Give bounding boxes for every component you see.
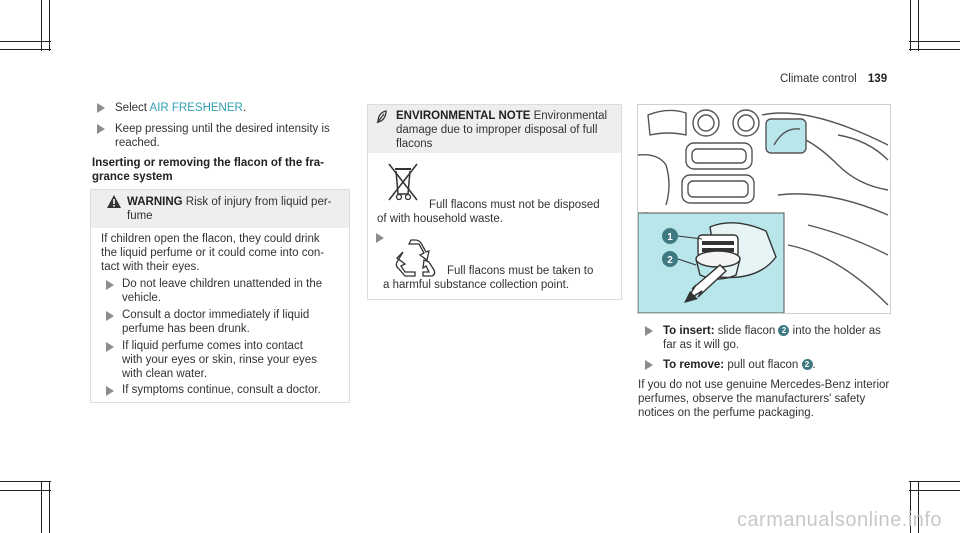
step-arrow-icon <box>376 233 384 243</box>
warning-box: WARNING Risk of injury from liquid per- … <box>90 189 350 403</box>
crop-mark <box>49 0 50 51</box>
section-title: Climate control <box>780 73 857 85</box>
flacon-callout-badge: 2 <box>778 325 790 336</box>
figure-fragrance-holder: 1 2 <box>637 104 891 314</box>
step-arrow-icon <box>106 386 114 396</box>
figure-callout-2: 2 <box>667 255 673 266</box>
step-arrow-icon <box>645 326 653 336</box>
warning-triangle-icon <box>107 195 121 208</box>
page-number: 139 <box>867 73 888 85</box>
environmental-note-label: ENVIRONMENTAL NOTE <box>396 110 531 122</box>
environment-leaf-icon <box>376 110 387 124</box>
step-arrow-icon <box>106 311 114 321</box>
collection-point-text: Full flacons must be taken to a harmful … <box>383 265 594 291</box>
crossed-out-bin-icon <box>388 163 418 201</box>
flacon-callout-badge: 2 <box>801 359 813 370</box>
crop-mark <box>910 0 911 51</box>
menu-item-air-freshener: AIR FRESHENER <box>149 102 243 114</box>
figure-callout-1: 1 <box>667 232 673 243</box>
crop-mark <box>41 481 42 533</box>
crop-mark <box>0 41 51 42</box>
remove-label: To remove: <box>663 359 725 371</box>
step-select-air-freshener: Select AIR FRESHENER. <box>115 102 247 114</box>
section-heading: Inserting or removing the flacon of the … <box>92 157 324 183</box>
step-insert: To insert: slide flacon 2 into the holde… <box>663 325 881 351</box>
crop-mark <box>909 41 960 42</box>
crop-mark <box>910 481 911 533</box>
dashboard-illustration: 1 2 <box>638 109 889 313</box>
insert-label: To insert: <box>663 325 715 337</box>
warning-list-item: Consult a doctor immediately if liquid p… <box>122 309 310 335</box>
crop-mark <box>0 49 51 50</box>
recycling-icon <box>395 239 436 277</box>
environmental-note-title: ENVIRONMENTAL NOTE Environmental damage … <box>396 110 608 150</box>
watermark: carmanualsonline.info <box>736 509 942 531</box>
environmental-note-box: ENVIRONMENTAL NOTE Environmental damage … <box>367 104 622 300</box>
warning-header <box>91 190 349 228</box>
genuine-perfume-note: If you do not use genuine Mercedes-Benz … <box>638 379 890 419</box>
crop-mark <box>41 0 42 51</box>
crop-mark <box>909 49 960 50</box>
step-arrow-icon <box>97 124 105 134</box>
crop-mark <box>0 490 51 491</box>
warning-list-item: Do not leave children unattended in the … <box>122 278 323 304</box>
step-remove: To remove: pull out flacon 2. <box>663 359 816 371</box>
crop-mark <box>909 481 960 482</box>
step-arrow-icon <box>106 342 114 352</box>
step-arrow-icon <box>645 360 653 370</box>
crop-mark <box>909 490 960 491</box>
warning-list-item: If liquid perfume comes into contact wit… <box>122 340 317 380</box>
step-arrow-icon <box>97 103 105 113</box>
crop-mark <box>918 0 919 51</box>
step-keep-pressing: Keep pressing until the desired intensit… <box>115 123 330 149</box>
disposal-text: Full flacons must not be disposed of wit… <box>377 199 600 225</box>
crop-mark <box>0 481 51 482</box>
warning-body: If children open the flacon, they could … <box>101 233 325 273</box>
step-arrow-icon <box>106 280 114 290</box>
crop-mark <box>49 481 50 533</box>
environmental-note-header <box>368 105 621 153</box>
warning-title: WARNING Risk of injury from liquid per- … <box>127 196 332 222</box>
warning-label: WARNING <box>127 196 183 208</box>
warning-list-item: If symptoms continue, consult a doctor. <box>122 384 321 396</box>
running-header: Climate control 139 <box>780 72 887 86</box>
crop-mark <box>918 481 919 533</box>
